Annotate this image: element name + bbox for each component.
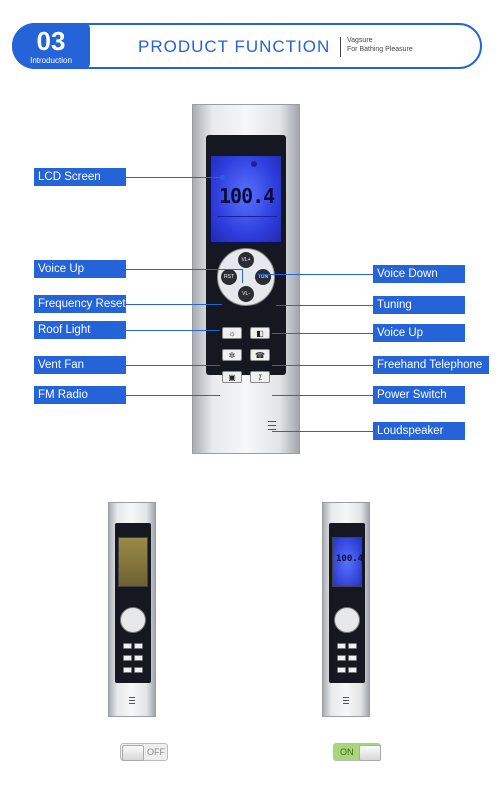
- lcd-frequency: 100.4: [219, 184, 275, 208]
- control-panel-off: [115, 523, 151, 683]
- callout-voice-down: Voice Down: [373, 265, 465, 283]
- callout-line: [276, 305, 373, 306]
- lcd-divider: [217, 216, 277, 217]
- callout-line: [272, 365, 373, 366]
- callout-line: [126, 177, 222, 178]
- small-button: [348, 643, 357, 649]
- callout-line: [126, 365, 220, 366]
- callout-roof-light: Roof Light: [34, 321, 126, 339]
- section-header: 03 Introduction PRODUCT FUNCTION Vagsure…: [12, 23, 482, 69]
- lcd-screen: 100.4: [210, 155, 282, 243]
- telephone-button[interactable]: ☎: [250, 349, 270, 361]
- callout-line: [126, 330, 220, 331]
- radio-icon: ▣: [228, 373, 236, 382]
- small-button: [123, 643, 132, 649]
- callout-line: [126, 269, 242, 270]
- small-button: [348, 667, 357, 673]
- fan-icon: ✲: [228, 351, 236, 360]
- power-icon: ⁒: [258, 373, 262, 382]
- voice-down-button[interactable]: VL-: [238, 286, 254, 302]
- callout-line: [126, 304, 222, 305]
- callout-power-switch: Power Switch: [373, 386, 465, 404]
- small-button: [337, 667, 346, 673]
- control-panel: 100.4 VL+ RST TUN VL- ☼ ◧ ✲ ☎ ▣ ⁒: [206, 135, 286, 383]
- bulb-icon: ☼: [228, 329, 236, 338]
- power-switch-button[interactable]: ⁒: [250, 371, 270, 383]
- callout-dot: [220, 175, 225, 180]
- callout-fm-radio: FM Radio: [34, 386, 126, 404]
- remote-control-main: 100.4 VL+ RST TUN VL- ☼ ◧ ✲ ☎ ▣ ⁒: [192, 104, 300, 454]
- direction-pad: VL+ RST TUN VL-: [217, 248, 275, 306]
- toggle-off-label: OFF: [147, 747, 165, 757]
- lcd-frequency-small: 100.4: [336, 554, 364, 564]
- direction-pad-on: [334, 607, 360, 633]
- small-button: [123, 655, 132, 661]
- power-toggle-on[interactable]: ON: [333, 743, 381, 761]
- brand-tagline: For Bathing Pleasure: [347, 46, 413, 53]
- small-button: [337, 655, 346, 661]
- callout-frequency-reset: Frequency Reset: [34, 295, 126, 313]
- section-number: 03: [36, 26, 66, 56]
- loudspeaker-grille-off: [129, 697, 135, 706]
- toggle-knob: [122, 745, 144, 761]
- lcd-screen-off: [118, 537, 148, 587]
- small-button: [337, 643, 346, 649]
- frequency-reset-button[interactable]: RST: [221, 269, 237, 285]
- callout-freehand-telephone: Freehand Telephone: [373, 356, 489, 374]
- fm-radio-button[interactable]: ▣: [222, 371, 242, 383]
- voice-up-button[interactable]: VL+: [238, 252, 254, 268]
- callout-line: [258, 274, 373, 275]
- control-panel-on: 100.4: [329, 523, 365, 683]
- telephone-icon: ☎: [255, 351, 265, 360]
- page-title: PRODUCT FUNCTION: [138, 37, 331, 56]
- voice-up-side-button[interactable]: ◧: [250, 327, 270, 339]
- remote-control-off: [108, 502, 156, 717]
- brand-name: Vagsure: [347, 37, 373, 44]
- toggle-on-label: ON: [340, 747, 354, 757]
- callout-voice-up-side: Voice Up: [373, 324, 465, 342]
- section-caption: Introduction: [30, 56, 72, 65]
- callout-tuning: Tuning: [373, 296, 465, 314]
- signal-icon: [251, 161, 257, 167]
- small-button: [134, 667, 143, 673]
- callout-line: [242, 269, 243, 283]
- callout-line: [272, 431, 373, 432]
- callout-loudspeaker: Loudspeaker: [373, 422, 465, 440]
- callout-line: [126, 395, 220, 396]
- remote-control-on: 100.4: [322, 502, 370, 717]
- power-toggle-off[interactable]: OFF: [120, 743, 168, 761]
- small-button: [134, 655, 143, 661]
- loudspeaker-grille: [268, 421, 276, 431]
- speaker-icon: ◧: [256, 329, 264, 338]
- lcd-screen-on: 100.4: [332, 537, 364, 587]
- callout-vent-fan: Vent Fan: [34, 356, 126, 374]
- small-button: [123, 667, 132, 673]
- small-button: [348, 655, 357, 661]
- title-divider: [340, 37, 341, 57]
- loudspeaker-grille-on: [343, 697, 349, 706]
- callout-line: [272, 333, 373, 334]
- callout-lcd-screen: LCD Screen: [34, 168, 126, 186]
- section-badge: 03 Introduction: [12, 23, 90, 69]
- brand-block: Vagsure For Bathing Pleasure: [347, 36, 413, 54]
- toggle-knob: [359, 745, 381, 761]
- callout-line: [272, 395, 373, 396]
- callout-voice-up: Voice Up: [34, 260, 126, 278]
- roof-light-button[interactable]: ☼: [222, 327, 242, 339]
- vent-fan-button[interactable]: ✲: [222, 349, 242, 361]
- tuning-button[interactable]: TUN: [255, 269, 271, 285]
- direction-pad-off: [120, 607, 146, 633]
- small-button: [134, 643, 143, 649]
